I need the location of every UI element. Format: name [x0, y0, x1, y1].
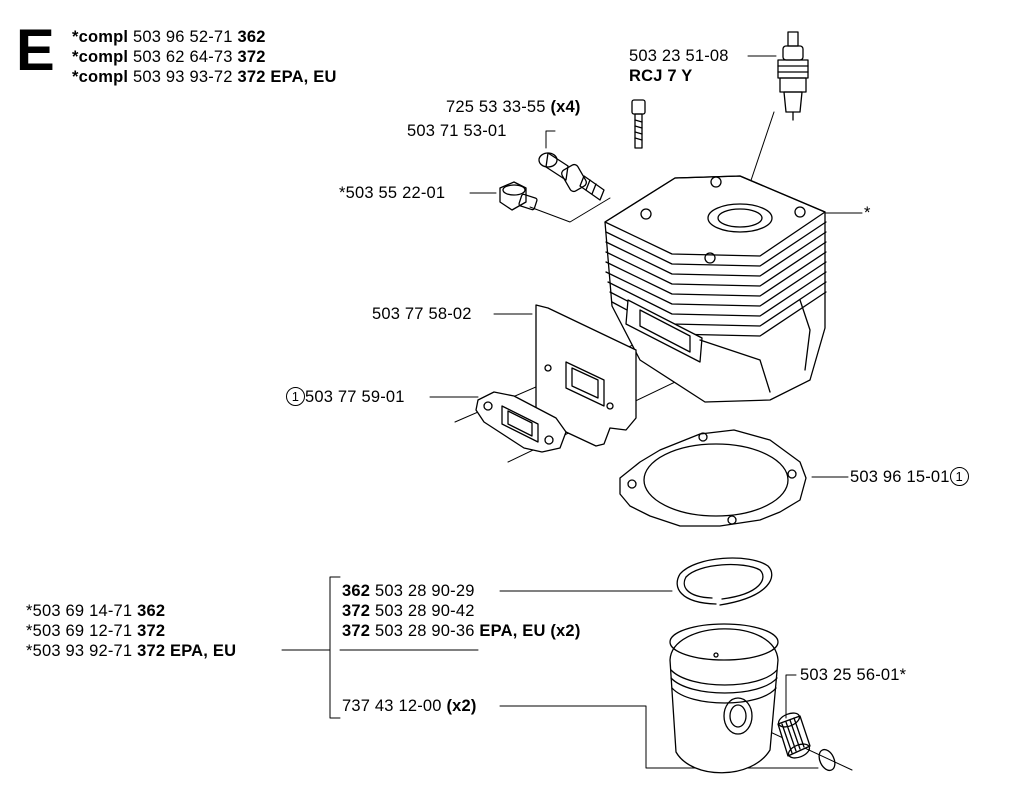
ring-label: 362 503 28 90-29 [342, 582, 475, 600]
leader-ring-bracket [329, 576, 341, 719]
spark-plug-type: RCJ 7 Y [629, 67, 693, 85]
reference-circle: 1 [949, 467, 969, 486]
exhaust-gasket-drawing [475, 391, 567, 453]
base-gasket-drawing [619, 429, 807, 527]
plug-drawing [499, 181, 538, 211]
cylinder-marker: * [864, 204, 871, 222]
circlip-label: 737 43 12-00 (x2) [342, 697, 477, 715]
ring-drawing [676, 557, 773, 606]
leader-plug-axis [529, 197, 611, 223]
leader-valve [545, 130, 556, 149]
bearing-label: 503 25 56-01* [800, 666, 907, 684]
piston-label: *503 69 14-71 362 [26, 602, 166, 620]
spark-plug-number: 503 23 51-08 [629, 47, 729, 65]
section-letter: E [16, 18, 55, 83]
piston-label: *503 93 92-71 372 EPA, EU [26, 642, 237, 660]
assembly-label: *compl 503 62 64-73 372 [72, 48, 266, 66]
screw-label: 725 53 33-55 (x4) [446, 98, 581, 116]
bearing-drawing [777, 712, 811, 759]
piston-drawing [669, 623, 779, 774]
valve-label: 503 71 53-01 [407, 122, 507, 140]
screw-drawing [631, 99, 646, 149]
reference-circle: 1 [286, 387, 305, 406]
ring-label: 372 503 28 90-36 EPA, EU (x2) [342, 622, 581, 640]
plug-label: *503 55 22-01 [339, 184, 446, 202]
circlip-drawing [818, 748, 836, 772]
leader-bearing [785, 674, 797, 719]
piston-label: *503 69 12-71 372 [26, 622, 166, 640]
valve-drawing [538, 152, 605, 201]
spark-plug-drawing [777, 31, 809, 121]
gasket-plate-label: 503 77 58-02 [372, 305, 472, 323]
assembly-label: *compl 503 93 93-72 372 EPA, EU [72, 68, 337, 86]
ring-label: 372 503 28 90-42 [342, 602, 475, 620]
assembly-label: *compl 503 96 52-71 362 [72, 28, 266, 46]
gasket-plate-drawing [535, 304, 637, 447]
cylinder-drawing [604, 175, 827, 403]
